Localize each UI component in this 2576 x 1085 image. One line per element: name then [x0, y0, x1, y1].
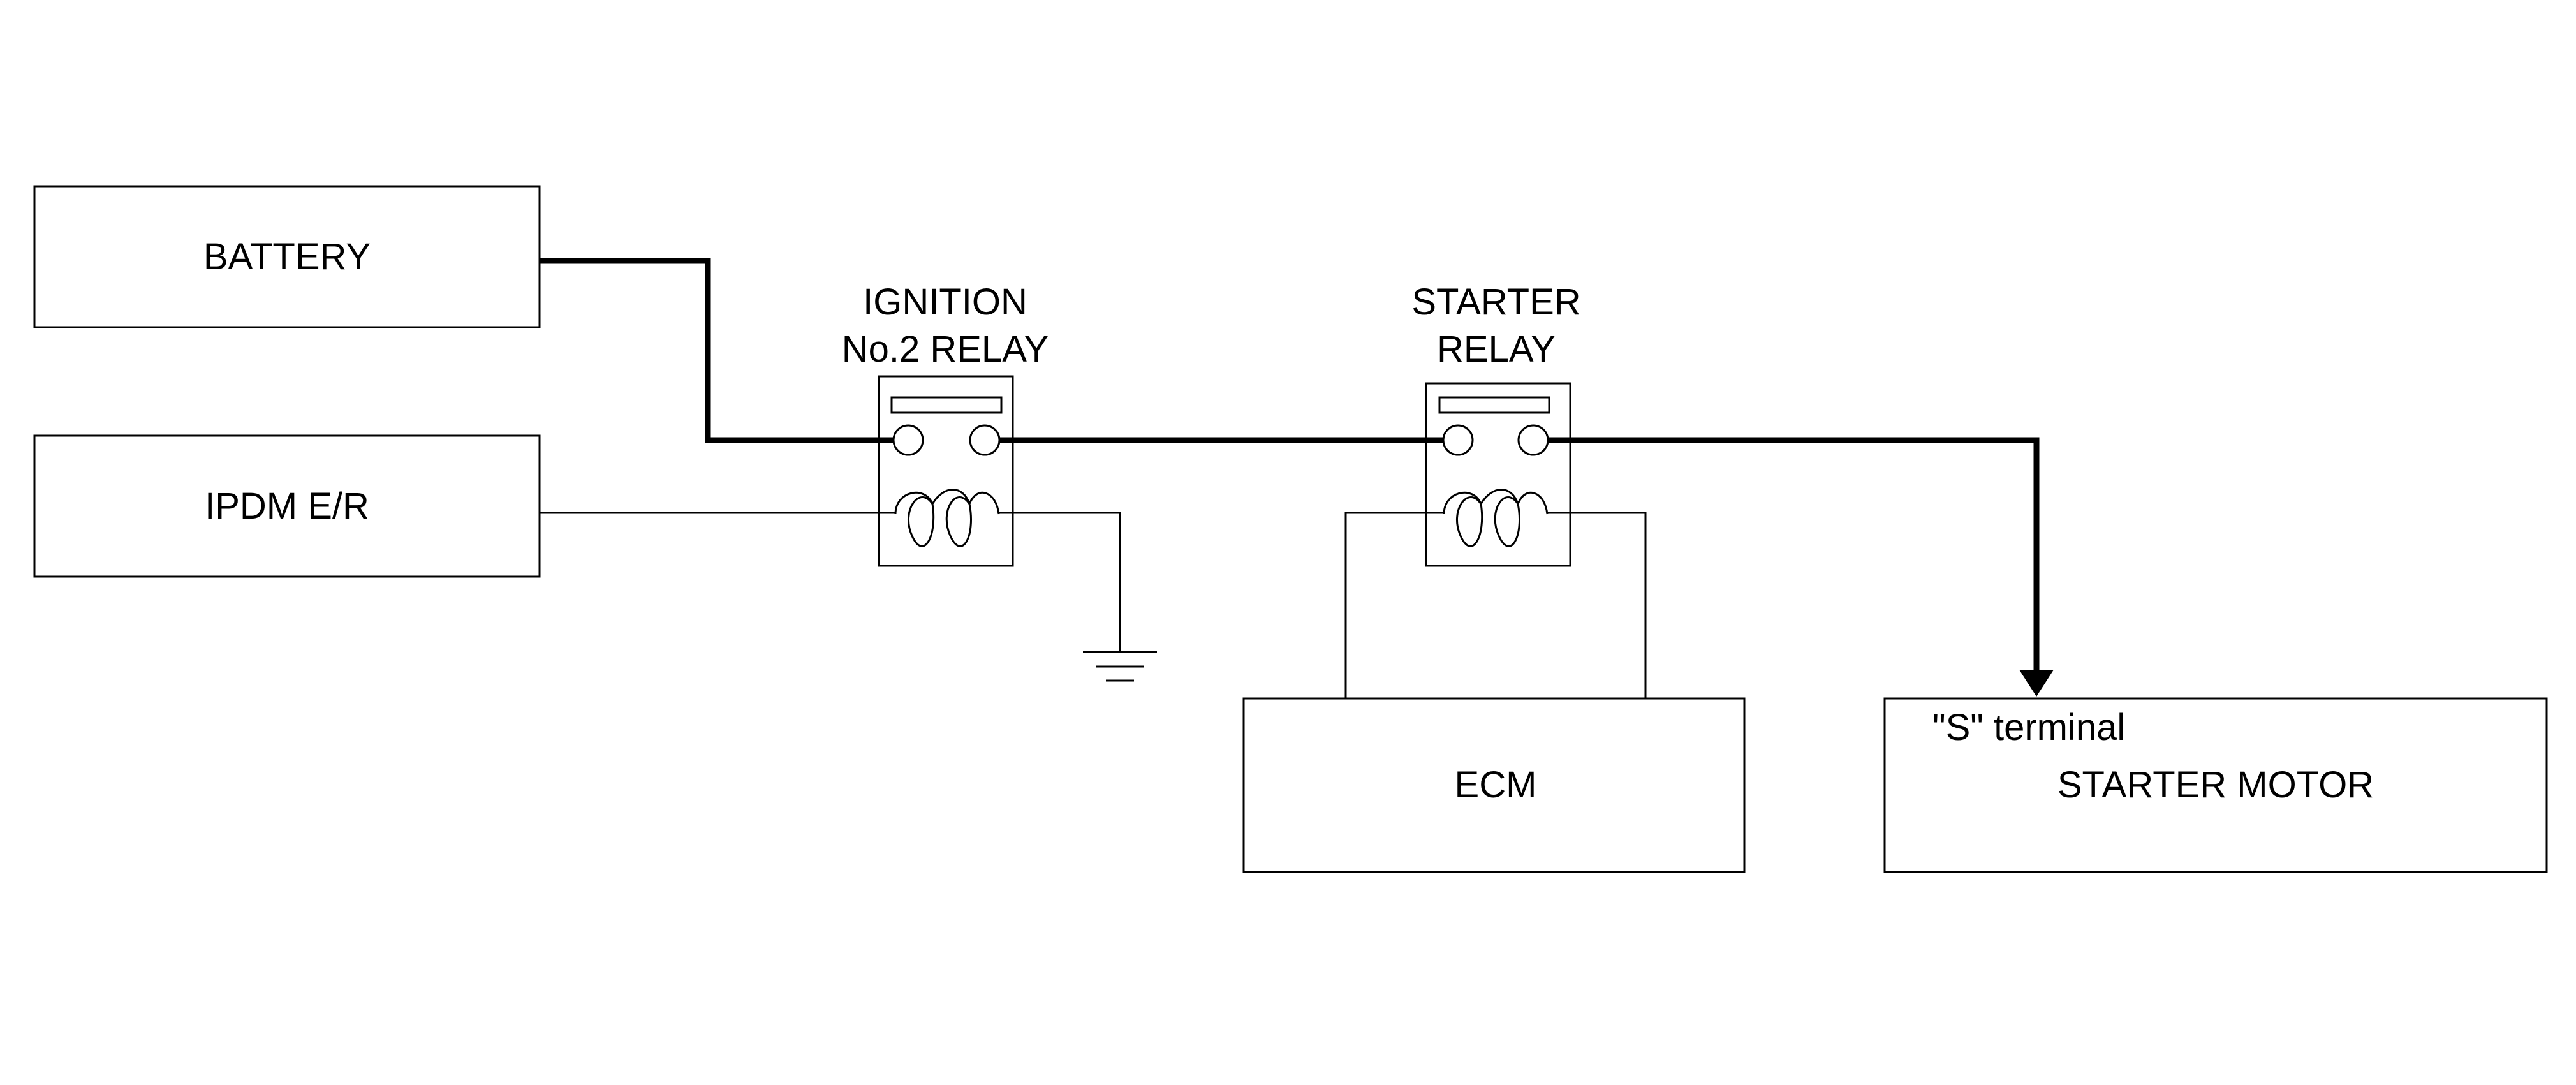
ecm-block: ECM: [1242, 697, 1746, 873]
ignition-coil-to-ground-wire: [999, 512, 1121, 651]
starter-motor-box: [1883, 697, 2548, 873]
ecm-box: [1242, 697, 1746, 873]
battery-to-ignition-relay-wire: [540, 258, 894, 443]
starter-coil-right-to-ecm-wire: [1547, 512, 1647, 698]
ignition-relay-label-line2: No.2 RELAY: [842, 328, 1049, 370]
battery-box: [33, 185, 541, 328]
starter-relay-label-line1: STARTER: [1411, 281, 1580, 323]
ipdm-block: IPDM E/R: [33, 434, 541, 578]
ignition-relay-coil-icon: [894, 489, 1000, 547]
starter-motor-block: "S" terminal STARTER MOTOR: [1883, 697, 2548, 873]
ground-icon: [1083, 651, 1157, 682]
ignition-relay: IGNITION No.2 RELAY: [842, 281, 1049, 567]
starter-relay: STARTER RELAY: [1411, 281, 1581, 567]
control-wiring: [540, 512, 1647, 698]
s-terminal-label: "S" terminal: [1932, 707, 2125, 748]
s-terminal-arrow-icon: [2019, 670, 2054, 697]
ignition-relay-contact-bar: [890, 396, 1003, 414]
ecm-label: ECM: [1455, 764, 1537, 806]
starter-relay-contact-bar: [1438, 396, 1550, 414]
starter-relay-coil-icon: [1443, 489, 1549, 547]
ipdm-box: [33, 434, 541, 578]
battery-label: BATTERY: [203, 236, 371, 277]
starter-relay-label-line2: RELAY: [1437, 328, 1556, 370]
battery-block: BATTERY: [33, 185, 541, 328]
ipdm-label: IPDM E/R: [205, 485, 369, 527]
ignition-relay-label-line1: IGNITION: [863, 281, 1027, 323]
power-wiring: [540, 258, 2054, 697]
starter-relay-to-starter-motor-wire: [1548, 437, 2040, 673]
ecm-to-starter-coil-left-wire: [1344, 512, 1444, 698]
starter-motor-label: STARTER MOTOR: [2057, 764, 2374, 806]
